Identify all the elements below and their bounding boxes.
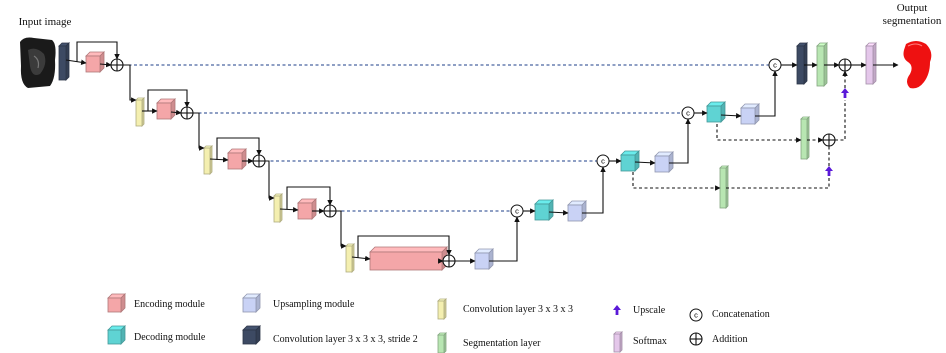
l1-b: [99, 61, 112, 68]
l5-a: [351, 255, 371, 262]
legend-decoding-label: Decoding module: [134, 332, 206, 343]
dec4-concatenation: c: [510, 204, 524, 218]
dec3-segmentation: [719, 165, 729, 209]
concat-glyph: c: [601, 157, 605, 166]
legend-conv-stride-label: Convolution layer 3 x 3 x 3, stride 2: [273, 334, 418, 345]
input-image-title: Input image: [18, 16, 72, 28]
legend-segmentation-icon: [437, 332, 447, 353]
legend-segmentation-label: Segmentation layer: [463, 338, 541, 349]
l2-b: [170, 109, 182, 116]
legend-encoding-icon: [107, 293, 126, 313]
legend-conv-stride-icon: [242, 325, 261, 345]
dec2-decoding: [706, 101, 726, 123]
level4-addition: [323, 204, 337, 218]
concat-glyph: c: [773, 61, 777, 70]
legend-softmax-icon: [613, 331, 623, 353]
concat-glyph: c: [694, 311, 698, 320]
level1-conv-stride: [58, 42, 70, 81]
level2-conv: [135, 97, 145, 127]
d3-seg-out: [726, 178, 830, 189]
level4-encoding: [297, 198, 317, 220]
output-segmentation: [903, 41, 932, 89]
dec4-upsampling: [567, 200, 587, 222]
d4-b: [548, 209, 569, 216]
dec1-addition: [838, 58, 852, 72]
output-title-line1: Output: [896, 2, 928, 14]
legend-addition-icon: [689, 332, 703, 346]
legend-softmax-label: Softmax: [633, 336, 667, 347]
legend-upsampling-icon: [242, 293, 261, 313]
d4-up: [582, 166, 606, 214]
level5-encoding: [369, 246, 448, 271]
dec3-concatenation: c: [596, 154, 610, 168]
level5-upsampling: [474, 248, 494, 270]
concat-glyph: c: [515, 207, 519, 216]
legend-upscale-label: Upscale: [633, 305, 666, 316]
level5-addition: [442, 254, 456, 268]
l1-down: [123, 64, 137, 103]
d2-seg-in: [716, 124, 802, 143]
level3-addition: [252, 154, 266, 168]
output-title: Output segmentation: [880, 2, 944, 28]
l3-down: [265, 160, 275, 201]
level3-encoding: [227, 148, 247, 170]
l4-down: [336, 210, 347, 249]
l3-skip: [216, 137, 262, 160]
dec3-upsampling: [654, 151, 674, 173]
dec1-softmax: [865, 42, 877, 85]
legend-encoding-label: Encoding module: [134, 299, 205, 310]
legend-decoding-icon: [107, 325, 126, 345]
level5-conv: [345, 243, 355, 273]
level1-addition: [110, 58, 124, 72]
l4-skip: [286, 186, 333, 209]
concat-glyph: c: [686, 109, 690, 118]
level4-conv: [273, 193, 283, 223]
l5-skip: [357, 235, 452, 258]
dec4-decoding: [534, 199, 554, 221]
level2-encoding: [156, 98, 176, 120]
dec2-segmentation: [800, 116, 810, 160]
dec2-upsampling: [740, 103, 760, 125]
d3-up: [669, 118, 691, 164]
level2-addition: [180, 106, 194, 120]
d2-up: [755, 70, 778, 117]
input-image: [20, 37, 56, 88]
d2-b: [720, 113, 742, 119]
dec2-seg-addition: [822, 133, 836, 147]
l1-a: [65, 59, 87, 65]
legend-concatenation-label: Concatenation: [712, 309, 770, 320]
dec2-concatenation: c: [681, 106, 695, 120]
d3-seg-in: [632, 172, 721, 191]
l5-up: [489, 216, 520, 262]
legend-concatenation-icon: c: [689, 308, 703, 322]
l3-a: [209, 156, 229, 163]
legend-addition-label: Addition: [712, 334, 748, 345]
dec2-upscale-arrow: [841, 88, 849, 98]
dec1-conv-stride: [796, 42, 808, 85]
legend-upsampling-label: Upsampling module: [273, 299, 355, 310]
d3-b: [634, 160, 656, 166]
level3-conv: [203, 145, 213, 175]
l2-down: [193, 112, 205, 151]
l2-skip: [147, 89, 190, 111]
dec1-concatenation: c: [768, 58, 782, 72]
legend-upscale-icon: [613, 305, 621, 315]
output-title-line2: segmentation: [882, 15, 942, 27]
l1-skip: [76, 41, 120, 62]
l4-a: [279, 206, 299, 213]
d2-add-out: [835, 100, 846, 141]
dec3-upscale-arrow: [825, 166, 833, 176]
dec3-decoding: [620, 150, 640, 172]
legend-conv-label: Convolution layer 3 x 3 x 3: [463, 304, 573, 315]
level1-encoding: [85, 51, 105, 73]
legend-conv-icon: [437, 298, 447, 320]
